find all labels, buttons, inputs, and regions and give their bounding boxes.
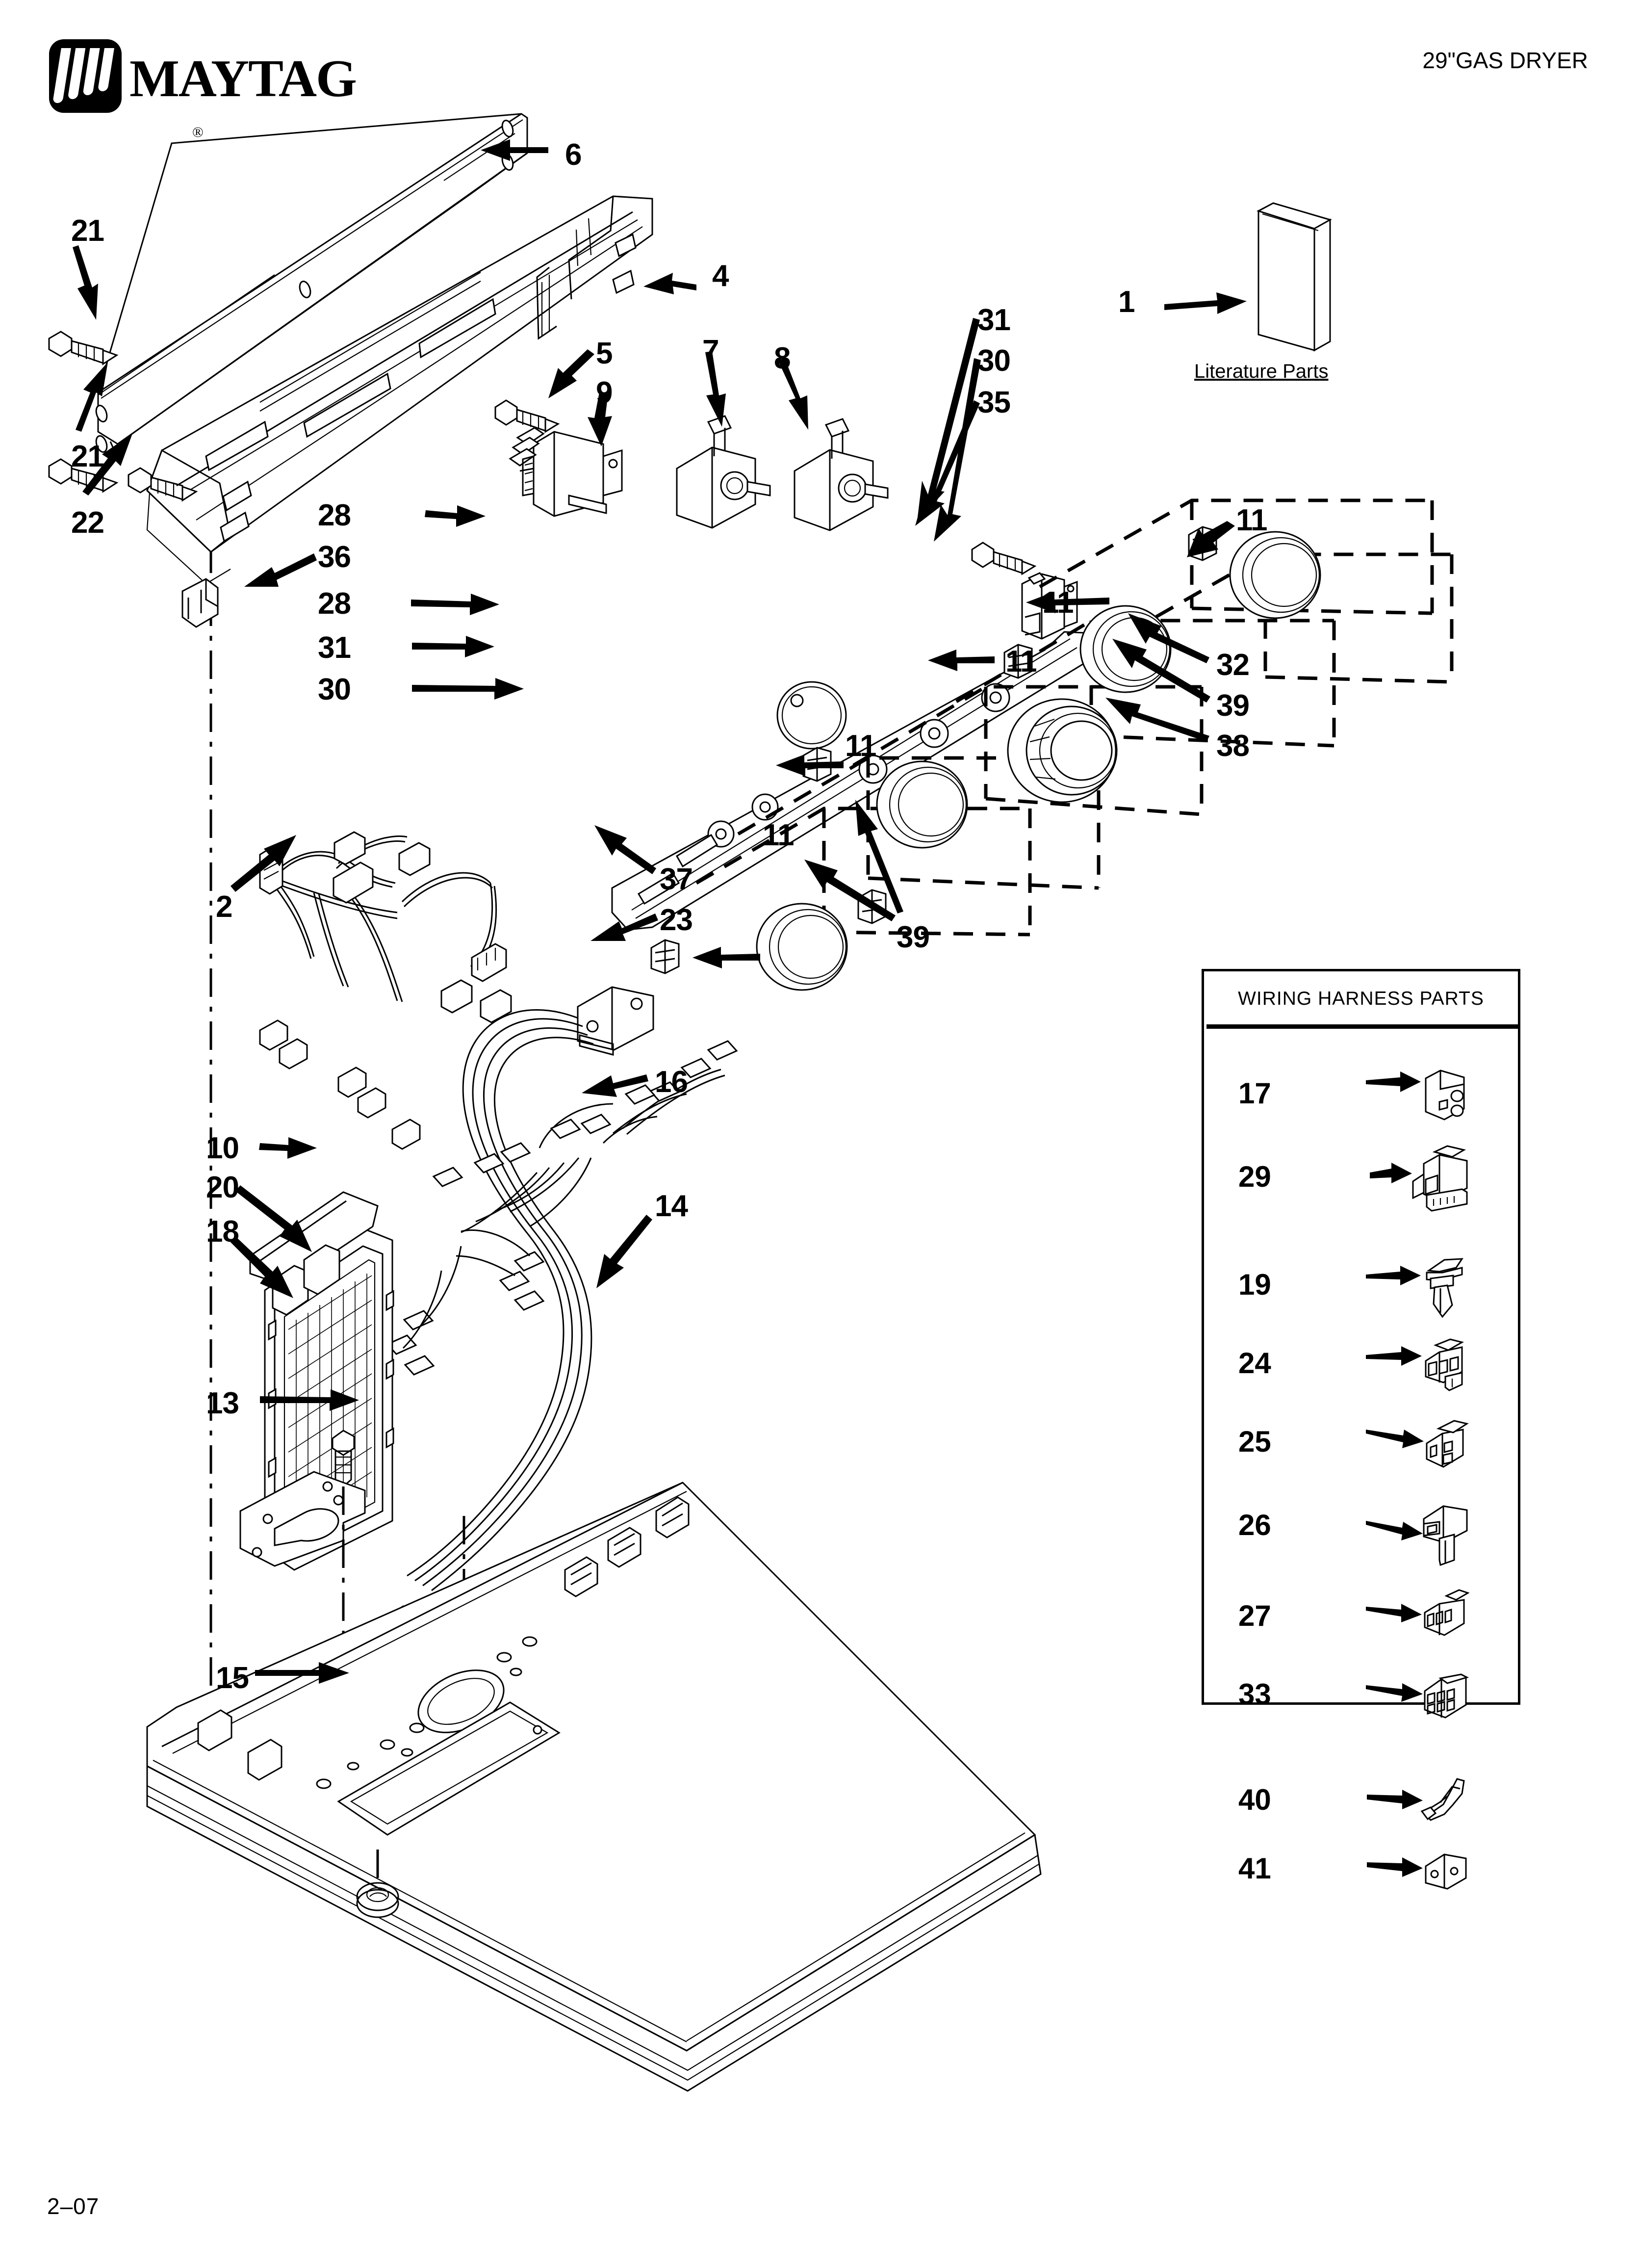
maytag-logo: MAYTAG ® (49, 39, 357, 140)
callout-switch-rotary-a: 7 (702, 334, 719, 368)
callout-timer: 9 (596, 376, 613, 410)
registered-trademark-icon: ® (192, 124, 204, 140)
part-console-harness-2 (259, 831, 512, 1150)
callout-switch-rotary-d: 28 (318, 587, 351, 621)
document-title: 29"GAS DRYER (1422, 48, 1588, 73)
wh-item-number: 25 (1238, 1425, 1271, 1458)
callout-screw-switch: 31 (977, 303, 1011, 337)
callout-knob-set: 32 (1216, 648, 1250, 682)
timer-knob-38 (1007, 698, 1118, 803)
callout-knob-clip-5: 11 (763, 818, 795, 852)
connector-4cavity-icon (1366, 1338, 1464, 1391)
part-switch-7 (676, 415, 771, 529)
wh-item-number: 33 (1238, 1678, 1271, 1711)
callout-knob-clip-1: 11 (1236, 503, 1268, 537)
wh-item-number: 29 (1238, 1160, 1271, 1193)
part-timer-9 (509, 427, 623, 517)
callout-bracket-duct: 18 (206, 1215, 239, 1249)
part-screw-5 (494, 399, 560, 433)
literature-parts-label: Literature Parts (1194, 361, 1329, 382)
connector-housing-tab-icon (1366, 1505, 1468, 1566)
part-wire-retainer-36 (181, 578, 219, 628)
callout-knob-clip-2: 11 (1042, 586, 1074, 620)
callout-knob-cycle: 39 (1216, 689, 1250, 723)
part-screw-22 (128, 467, 198, 502)
wire-clip-push-in-icon (1366, 1258, 1463, 1318)
connector-2cavity-icon (1366, 1420, 1469, 1468)
wh-item-number: 40 (1238, 1783, 1271, 1816)
callout-screw-console-lower: 21 (71, 440, 104, 473)
part-screw-21b (48, 458, 119, 493)
wh-item-number: 26 (1238, 1509, 1271, 1541)
callout-console-label: 37 (660, 862, 693, 896)
part-lint-screen-10 (249, 1191, 394, 1571)
part-literature-1 (1257, 202, 1332, 352)
knobs (756, 531, 1321, 991)
wiring-harness-panel-title: WIRING HARNESS PARTS (1238, 988, 1484, 1009)
panel-divider (1206, 1024, 1518, 1029)
callout-top-panel: 14 (655, 1189, 688, 1223)
callout-knob-assembly: 39 (897, 920, 930, 954)
wh-item-number: 19 (1238, 1268, 1271, 1301)
wiring-harness-parts-panel: WIRING HARNESS PARTS 17 29 (1202, 969, 1520, 1890)
wh-item-number: 24 (1238, 1347, 1271, 1380)
callout-screw-console-mount: 22 (71, 506, 104, 540)
part-console-housing (146, 195, 653, 585)
maytag-logo-mark-icon (49, 39, 122, 113)
connector-2pin-icon (1366, 1069, 1465, 1121)
callout-console-housing: 4 (712, 259, 729, 293)
connector-3pin-icon (1366, 1589, 1470, 1636)
callout-main-wire-harness: 16 (655, 1065, 688, 1099)
part-main-harness-16 (386, 1009, 738, 1591)
part-screw-20 (332, 1430, 355, 1487)
connector-multipin-block-icon (1370, 1145, 1468, 1212)
callout-knob-clip-3: 11 (1005, 645, 1037, 678)
part-console-front-panel-35 (611, 631, 1087, 931)
connector-6cavity-icon (1366, 1673, 1469, 1719)
callout-screw-console-upper: 21 (71, 214, 104, 248)
callout-wire-retainer: 36 (318, 540, 351, 574)
part-strain-relief-23 (577, 986, 654, 1056)
part-top-panel-14 (146, 1482, 1042, 2092)
part-bracket-18 (239, 1471, 366, 1567)
revision-code: 2–07 (47, 2193, 100, 2219)
callout-knob-clip-4: 11 (845, 729, 877, 763)
part-screw-21a (48, 331, 119, 365)
part-switch-8 (794, 418, 889, 531)
callout-screw-top-panel: 13 (206, 1386, 239, 1420)
callout-literature-parts: 1 (1118, 285, 1135, 319)
wh-item-number: 17 (1238, 1077, 1271, 1110)
callout-knob-timer-skirt: 38 (1216, 729, 1250, 763)
terminal-block-icon (1367, 1853, 1467, 1890)
callout-switch-push-to-start: 30 (977, 344, 1011, 378)
callout-leader-arrows (73, 139, 1247, 1684)
part-grommet-15 (356, 1882, 399, 1918)
terminal-crimp-icon (1367, 1778, 1465, 1821)
callout-wire-harness-console: 2 (216, 890, 232, 924)
callout-switch-rotary-b: 8 (774, 341, 791, 375)
callout-screw-timer: 5 (596, 337, 613, 370)
callout-screw-switch-2: 31 (318, 631, 351, 665)
callout-switch-rotary-c: 28 (318, 498, 351, 532)
wh-item-number: 27 (1238, 1599, 1271, 1632)
wh-item-number: 41 (1238, 1852, 1271, 1885)
part-screw-31-right (971, 542, 1037, 575)
callout-strain-relief: 23 (660, 903, 693, 937)
callout-screw-lint-duct: 20 (206, 1171, 239, 1204)
callout-rear-console-panel: 6 (565, 138, 582, 172)
callout-console-front-panel: 35 (977, 386, 1011, 419)
brand-wordmark: MAYTAG (129, 50, 357, 108)
callout-switch-push-to-start-2: 30 (318, 673, 351, 706)
callout-lint-screen: 10 (206, 1131, 239, 1165)
callout-grommet: 15 (216, 1661, 249, 1695)
